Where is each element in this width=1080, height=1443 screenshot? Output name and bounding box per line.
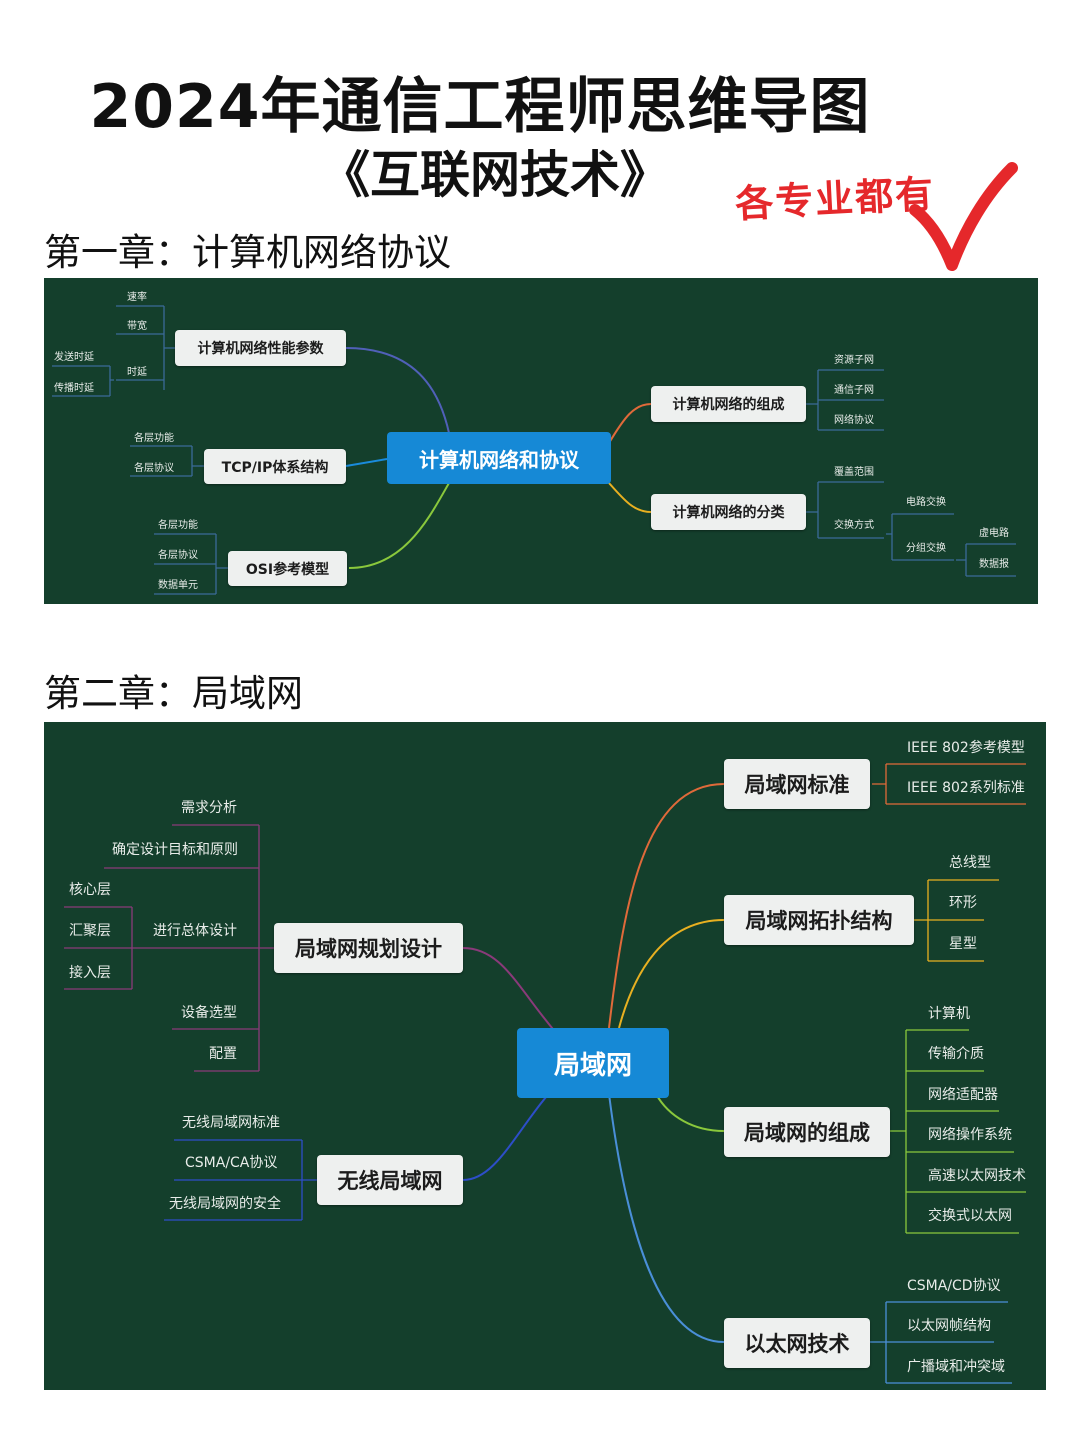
leaf-requirements: 需求分析: [181, 800, 237, 816]
leaf-coverage: 覆盖范围: [834, 467, 874, 478]
leaf-virtual-circuit: 虚电路: [979, 528, 1009, 539]
osi-node: OSI参考模型: [228, 551, 347, 586]
perf-params-node: 计算机网络性能参数: [175, 330, 346, 366]
leaf-delay: 时延: [127, 367, 147, 378]
leaf-tcpip-proto: 各层协议: [134, 463, 174, 474]
leaf-comm-subnet: 通信子网: [834, 385, 874, 396]
leaf-ieee802-series: IEEE 802系列标准: [907, 780, 1025, 796]
leaf-bandwidth: 带宽: [127, 321, 147, 332]
leaf-packet-switching: 分组交换: [906, 543, 946, 554]
leaf-circuit-switching: 电路交换: [906, 497, 946, 508]
leaf-aggregation-layer: 汇聚层: [69, 923, 111, 939]
leaf-wlan-standard: 无线局域网标准: [182, 1115, 280, 1131]
checkmark-icon: [909, 162, 1018, 271]
leaf-osi-proto: 各层协议: [158, 550, 198, 561]
leaf-switched-ethernet: 交换式以太网: [928, 1208, 1012, 1224]
chapter1-heading: 第一章：计算机网络协议: [44, 231, 451, 274]
lan-planning-node: 局域网规划设计: [274, 923, 463, 973]
leaf-star: 星型: [949, 936, 977, 952]
leaf-configuration: 配置: [209, 1046, 237, 1062]
leaf-ring: 环形: [949, 895, 977, 911]
chapter2-center-node: 局域网: [517, 1028, 669, 1098]
leaf-csma-cd: CSMA/CD协议: [907, 1278, 1001, 1294]
chapter2-heading: 第二章：局域网: [44, 672, 303, 715]
chapter1-mindmap: 计算机网络和协议 计算机网络性能参数 速率 带宽 时延 发送时延 传播时延 TC…: [44, 278, 1038, 604]
lan-topology-node: 局域网拓扑结构: [724, 895, 914, 945]
classification-node: 计算机网络的分类: [651, 494, 806, 530]
page-subtitle: 《互联网技术》: [320, 146, 670, 204]
leaf-device-selection: 设备选型: [181, 1005, 237, 1021]
leaf-send-delay: 发送时延: [54, 352, 94, 363]
page-title: 2024年通信工程师思维导图: [89, 72, 871, 142]
leaf-csma-ca: CSMA/CA协议: [185, 1155, 278, 1171]
leaf-frame-structure: 以太网帧结构: [907, 1318, 991, 1334]
leaf-design-goals: 确定设计目标和原则: [112, 842, 238, 858]
leaf-network-adapter: 网络适配器: [928, 1087, 998, 1103]
leaf-broadcast-collision: 广播域和冲突域: [907, 1359, 1005, 1375]
leaf-core-layer: 核心层: [69, 882, 111, 898]
ethernet-node: 以太网技术: [724, 1318, 870, 1368]
leaf-bus: 总线型: [949, 855, 991, 871]
leaf-computer: 计算机: [928, 1006, 970, 1022]
leaf-overall-design: 进行总体设计: [153, 923, 237, 939]
leaf-tcpip-func: 各层功能: [134, 433, 174, 444]
lan-composition-node: 局域网的组成: [724, 1107, 890, 1157]
leaf-fast-ethernet: 高速以太网技术: [928, 1168, 1026, 1184]
leaf-osi-pdu: 数据单元: [158, 580, 198, 591]
leaf-rate: 速率: [127, 292, 147, 303]
composition-node: 计算机网络的组成: [651, 386, 806, 422]
lan-standard-node: 局域网标准: [724, 759, 870, 809]
leaf-access-layer: 接入层: [69, 965, 111, 981]
leaf-ieee802-model: IEEE 802参考模型: [907, 740, 1025, 756]
tcpip-node: TCP/IP体系结构: [204, 449, 346, 484]
wireless-lan-node: 无线局域网: [317, 1155, 463, 1205]
chapter2-mindmap: 局域网 局域网规划设计 需求分析 确定设计目标和原则 进行总体设计 核心层 汇聚…: [44, 722, 1046, 1390]
leaf-prop-delay: 传播时延: [54, 383, 94, 394]
leaf-datagram: 数据报: [979, 559, 1009, 570]
chapter2-connectors: [64, 763, 1026, 1384]
leaf-osi-func: 各层功能: [158, 520, 198, 531]
leaf-wlan-security: 无线局域网的安全: [169, 1196, 281, 1212]
chapter1-connectors: [52, 305, 1016, 595]
leaf-network-os: 网络操作系统: [928, 1127, 1012, 1143]
leaf-net-protocol: 网络协议: [834, 415, 874, 426]
leaf-switching: 交换方式: [834, 520, 874, 531]
leaf-resource-subnet: 资源子网: [834, 355, 874, 366]
chapter1-center-node: 计算机网络和协议: [387, 432, 611, 484]
leaf-transmission-medium: 传输介质: [928, 1046, 984, 1062]
